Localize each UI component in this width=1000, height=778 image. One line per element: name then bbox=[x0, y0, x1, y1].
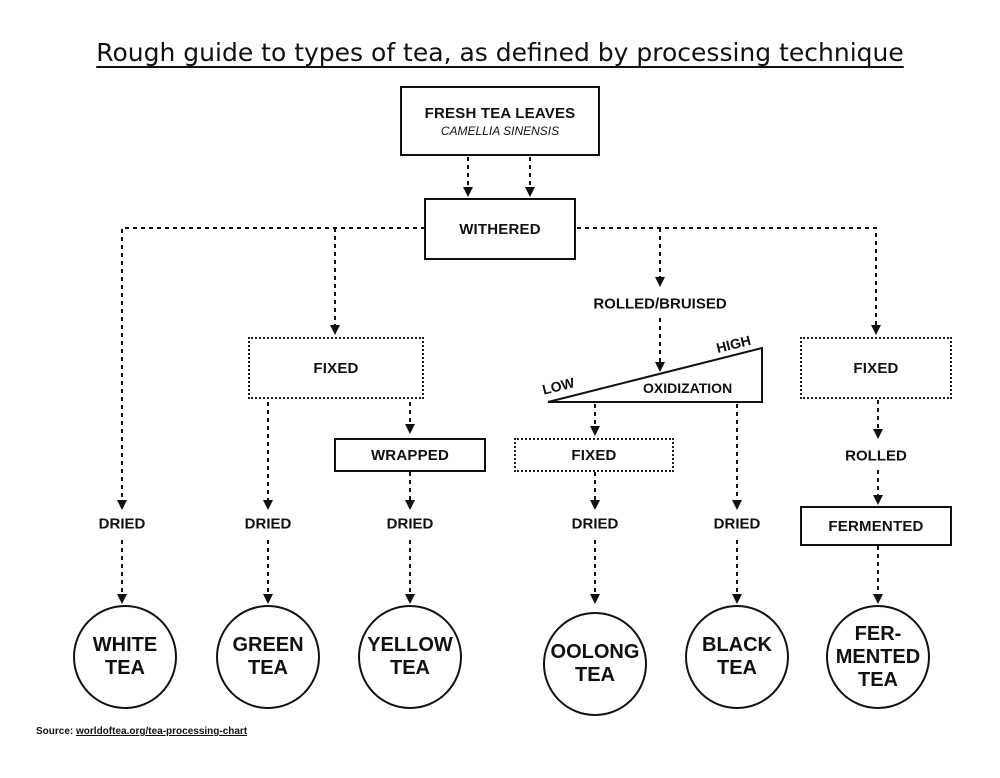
source-credit: Source: worldoftea.org/tea-processing-ch… bbox=[36, 726, 247, 737]
oolong-tea-label: OOLONG TEA bbox=[550, 641, 640, 686]
yellow-tea-label: YELLOW TEA bbox=[367, 634, 453, 679]
oxidization-wedge bbox=[547, 346, 763, 403]
fermented-tea-label: FER- MENTED TEA bbox=[835, 622, 921, 691]
camellia-sinensis-label: CAMELLIA SINENSIS bbox=[440, 123, 560, 138]
connector-withered-fermented bbox=[577, 227, 881, 335]
black-tea-circle: BLACK TEA bbox=[685, 605, 789, 709]
wrapped-box: WRAPPED bbox=[334, 438, 486, 472]
rolled-label: ROLLED bbox=[841, 446, 911, 466]
dried-black-label: DRIED bbox=[709, 514, 765, 534]
fermented-tea-circle: FER- MENTED TEA bbox=[826, 605, 930, 709]
fixed-green-box: FIXED bbox=[248, 337, 424, 399]
connector-withered-white bbox=[117, 227, 425, 510]
green-tea-circle: GREEN TEA bbox=[216, 605, 320, 709]
dried-oolong-label: DRIED bbox=[567, 514, 623, 534]
white-tea-label: WHITE TEA bbox=[92, 634, 158, 679]
fixed-oolong-box: FIXED bbox=[514, 438, 674, 472]
fermented-label: FERMENTED bbox=[828, 517, 924, 535]
fermented-box: FERMENTED bbox=[800, 506, 952, 546]
fixed-green-label: FIXED bbox=[313, 359, 359, 377]
fresh-tea-leaves-box: FRESH TEA LEAVES CAMELLIA SINENSIS bbox=[400, 86, 600, 156]
oxidization-label: OXIDIZATION bbox=[643, 380, 733, 396]
wrapped-label: WRAPPED bbox=[370, 446, 450, 464]
withered-label: WITHERED bbox=[459, 220, 541, 238]
fixed-fermented-box: FIXED bbox=[800, 337, 952, 399]
fixed-oolong-label: FIXED bbox=[571, 446, 617, 464]
fresh-tea-leaves-label: FRESH TEA LEAVES bbox=[424, 104, 576, 122]
yellow-tea-circle: YELLOW TEA bbox=[358, 605, 462, 709]
page-title: Rough guide to types of tea, as defined … bbox=[96, 38, 904, 67]
dried-green-label: DRIED bbox=[240, 514, 296, 534]
dried-yellow-label: DRIED bbox=[382, 514, 438, 534]
green-tea-label: GREEN TEA bbox=[232, 634, 304, 679]
source-prefix: Source: bbox=[36, 726, 74, 737]
fixed-fermented-label: FIXED bbox=[853, 359, 899, 377]
white-tea-circle: WHITE TEA bbox=[73, 605, 177, 709]
dried-white-label: DRIED bbox=[94, 514, 150, 534]
rolled-bruised-label: ROLLED/BRUISED bbox=[589, 294, 731, 314]
source-link[interactable]: worldoftea.org/tea-processing-chart bbox=[76, 726, 248, 737]
withered-box: WITHERED bbox=[424, 198, 576, 260]
black-tea-label: BLACK TEA bbox=[702, 634, 772, 679]
oolong-tea-circle: OOLONG TEA bbox=[543, 612, 647, 716]
